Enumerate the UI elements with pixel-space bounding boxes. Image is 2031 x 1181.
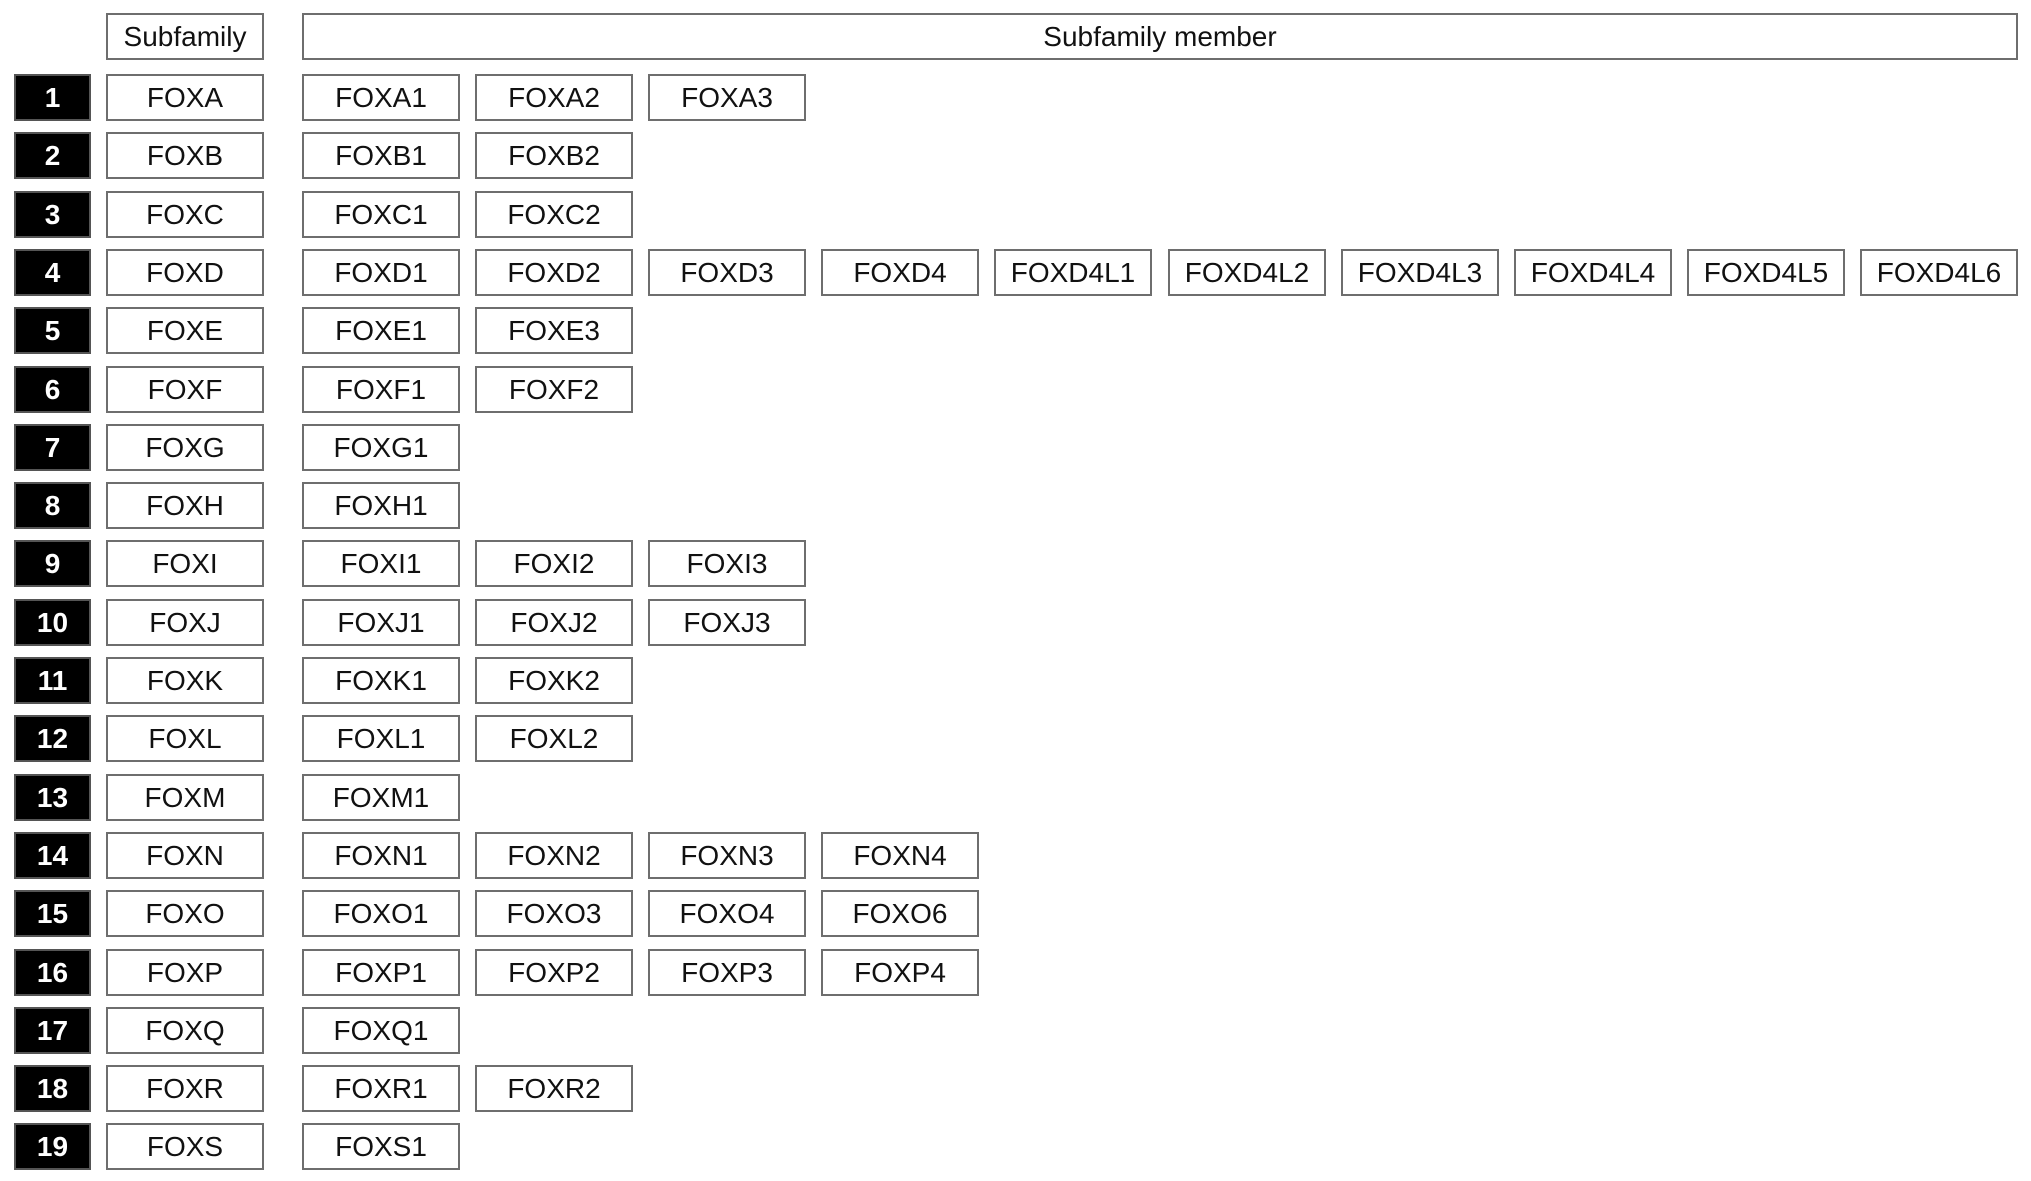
member-box: FOXL1 <box>302 715 460 762</box>
member-box: FOXK1 <box>302 657 460 704</box>
subfamily-box: FOXL <box>106 715 264 762</box>
member-box: FOXA3 <box>648 74 806 121</box>
member-box: FOXL2 <box>475 715 633 762</box>
member-box: FOXE3 <box>475 307 633 354</box>
member-box: FOXD4 <box>821 249 979 296</box>
member-box: FOXI1 <box>302 540 460 587</box>
member-box: FOXP2 <box>475 949 633 996</box>
member-box: FOXN4 <box>821 832 979 879</box>
member-box: FOXQ1 <box>302 1007 460 1054</box>
member-box: FOXN2 <box>475 832 633 879</box>
subfamily-header: Subfamily <box>106 13 264 60</box>
member-box: FOXE1 <box>302 307 460 354</box>
member-box: FOXS1 <box>302 1123 460 1170</box>
subfamily-box: FOXO <box>106 890 264 937</box>
member-box: FOXJ2 <box>475 599 633 646</box>
member-box: FOXP1 <box>302 949 460 996</box>
member-box: FOXN1 <box>302 832 460 879</box>
member-box: FOXD4L5 <box>1687 249 1845 296</box>
member-box: FOXO3 <box>475 890 633 937</box>
row-number: 15 <box>14 890 91 937</box>
subfamily-box: FOXD <box>106 249 264 296</box>
member-box: FOXD2 <box>475 249 633 296</box>
row-number: 14 <box>14 832 91 879</box>
member-box: FOXR1 <box>302 1065 460 1112</box>
row-number: 3 <box>14 191 91 238</box>
member-box: FOXD3 <box>648 249 806 296</box>
row-number: 6 <box>14 366 91 413</box>
member-box: FOXF1 <box>302 366 460 413</box>
subfamily-box: FOXE <box>106 307 264 354</box>
subfamily-box: FOXS <box>106 1123 264 1170</box>
member-box: FOXO4 <box>648 890 806 937</box>
subfamily-box: FOXM <box>106 774 264 821</box>
member-box: FOXF2 <box>475 366 633 413</box>
subfamily-box: FOXQ <box>106 1007 264 1054</box>
member-box: FOXD4L3 <box>1341 249 1499 296</box>
row-number: 10 <box>14 599 91 646</box>
member-box: FOXH1 <box>302 482 460 529</box>
row-number: 1 <box>14 74 91 121</box>
row-number: 18 <box>14 1065 91 1112</box>
member-box: FOXD4L6 <box>1860 249 2018 296</box>
row-number: 19 <box>14 1123 91 1170</box>
row-number: 12 <box>14 715 91 762</box>
member-box: FOXN3 <box>648 832 806 879</box>
row-number: 9 <box>14 540 91 587</box>
member-box: FOXM1 <box>302 774 460 821</box>
subfamily-box: FOXF <box>106 366 264 413</box>
member-box: FOXJ3 <box>648 599 806 646</box>
row-number: 13 <box>14 774 91 821</box>
row-number: 8 <box>14 482 91 529</box>
member-box: FOXD4L4 <box>1514 249 1672 296</box>
member-box: FOXA1 <box>302 74 460 121</box>
subfamily-box: FOXP <box>106 949 264 996</box>
member-box: FOXC2 <box>475 191 633 238</box>
member-box: FOXO1 <box>302 890 460 937</box>
member-box: FOXB2 <box>475 132 633 179</box>
member-box: FOXA2 <box>475 74 633 121</box>
member-box: FOXJ1 <box>302 599 460 646</box>
row-number: 5 <box>14 307 91 354</box>
row-number: 17 <box>14 1007 91 1054</box>
member-box: FOXP3 <box>648 949 806 996</box>
member-box: FOXD4L1 <box>994 249 1152 296</box>
subfamily-box: FOXR <box>106 1065 264 1112</box>
row-number: 4 <box>14 249 91 296</box>
subfamily-box: FOXJ <box>106 599 264 646</box>
subfamily-box: FOXB <box>106 132 264 179</box>
member-box: FOXI3 <box>648 540 806 587</box>
member-box: FOXI2 <box>475 540 633 587</box>
row-number: 11 <box>14 657 91 704</box>
member-box: FOXO6 <box>821 890 979 937</box>
row-number: 7 <box>14 424 91 471</box>
member-box: FOXC1 <box>302 191 460 238</box>
row-number: 2 <box>14 132 91 179</box>
row-number: 16 <box>14 949 91 996</box>
member-box: FOXR2 <box>475 1065 633 1112</box>
member-box: FOXD4L2 <box>1168 249 1326 296</box>
subfamily-box: FOXI <box>106 540 264 587</box>
member-box: FOXB1 <box>302 132 460 179</box>
subfamily-box: FOXG <box>106 424 264 471</box>
member-box: FOXG1 <box>302 424 460 471</box>
subfamily-box: FOXH <box>106 482 264 529</box>
subfamily-box: FOXC <box>106 191 264 238</box>
subfamily-box: FOXN <box>106 832 264 879</box>
member-box: FOXD1 <box>302 249 460 296</box>
member-box: FOXK2 <box>475 657 633 704</box>
subfamily-box: FOXK <box>106 657 264 704</box>
member-box: FOXP4 <box>821 949 979 996</box>
subfamily-box: FOXA <box>106 74 264 121</box>
subfamily-member-header: Subfamily member <box>302 13 2018 60</box>
